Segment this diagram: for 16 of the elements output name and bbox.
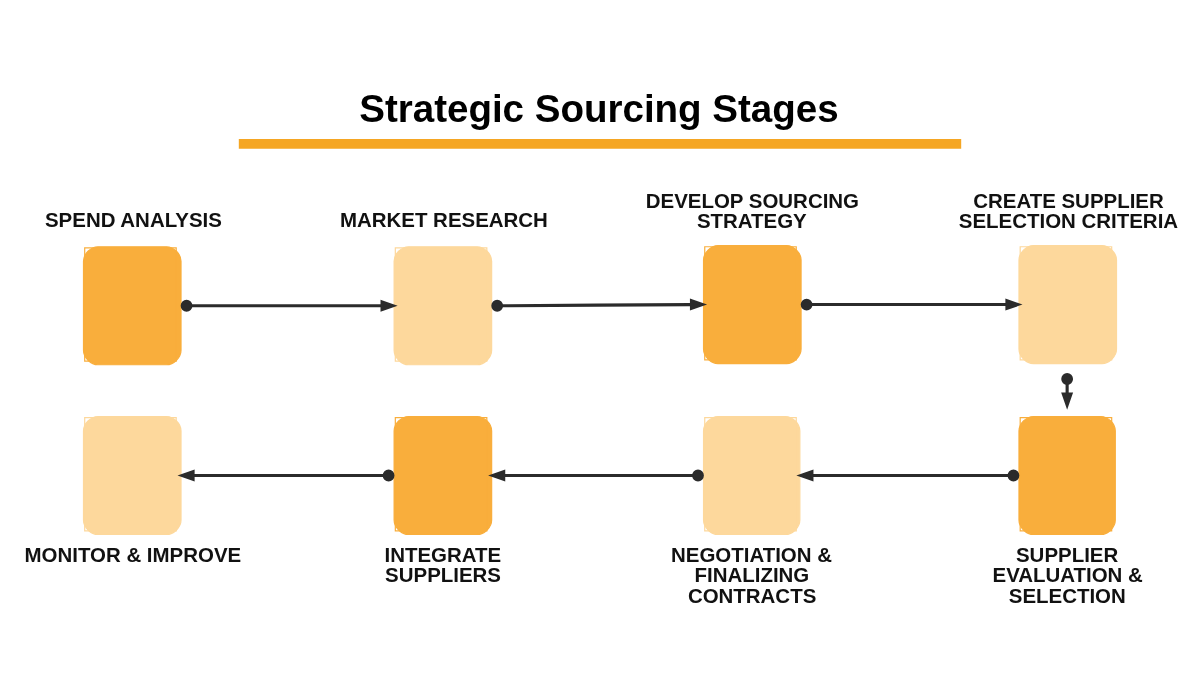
node-label: SPEND ANALYSIS <box>44 208 222 232</box>
node-label: INTEGRATE SUPPLIERS <box>384 542 502 587</box>
arrow <box>491 298 708 312</box>
arrow <box>488 469 704 482</box>
node-label: CREATE SUPPLIER SELECTION CRITERIA <box>958 188 1179 233</box>
diagram-title: Strategic Sourcing Stages <box>359 86 839 130</box>
arrow <box>796 469 1020 482</box>
node-label: SUPPLIER EVALUATION & SELECTION <box>992 542 1143 607</box>
arrow <box>177 469 395 482</box>
arrow <box>1061 373 1074 410</box>
arrow <box>180 299 398 312</box>
arrow <box>800 298 1023 311</box>
node-label: MONITOR & IMPROVE <box>24 542 242 566</box>
node-label: NEGOTIATION & FINALIZING CONTRACTS <box>671 542 832 607</box>
node-label: MARKET RESEARCH <box>339 208 548 232</box>
node-label: DEVELOP SOURCING STRATEGY <box>645 188 860 233</box>
